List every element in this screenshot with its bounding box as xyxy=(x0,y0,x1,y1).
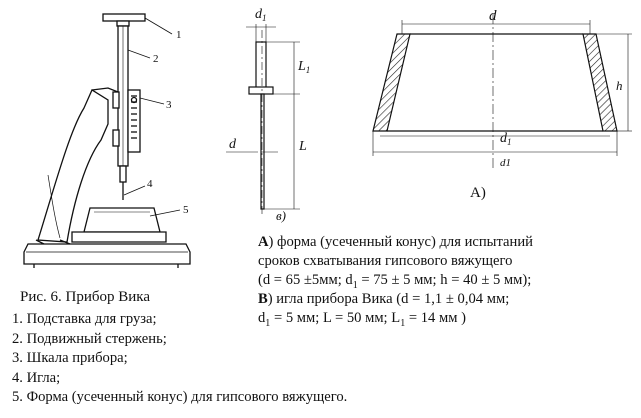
callout-4: 4 xyxy=(147,178,153,190)
cone-left-wall xyxy=(372,33,411,132)
load-platform xyxy=(102,13,146,27)
cone-panel-label: А) xyxy=(470,185,486,201)
description-text: ) игла прибора Вика (d = 1,1 ± 0,04 мм; xyxy=(267,291,510,307)
needle xyxy=(119,165,127,200)
cone-d-label: d xyxy=(489,8,497,24)
figure-caption: Рис. 6. Прибор Вика xyxy=(20,289,151,305)
description-a-line1: А) форма (усеченный конус) для испытаний xyxy=(258,233,533,252)
cone-labels: d h d1 d1 А) xyxy=(470,8,623,201)
cone-bottom-label: d1 xyxy=(500,157,511,169)
part-callouts: 1 2 3 4 5 xyxy=(147,29,189,216)
subscript: 1 xyxy=(352,279,358,291)
cone-h-label: h xyxy=(616,78,623,93)
subscript: 1 xyxy=(400,317,406,329)
description-block: А) форма (усеченный конус) для испытаний… xyxy=(258,233,533,328)
needle-labels: d1 L1 d L в) xyxy=(229,7,310,223)
list-item: 4. Игла; xyxy=(12,369,61,386)
callout-1: 1 xyxy=(176,29,182,41)
needle-d-label: d xyxy=(229,137,237,152)
callout-5: 5 xyxy=(183,204,189,216)
description-text: ) форма (усеченный конус) для испытаний xyxy=(268,234,533,250)
description-text: = 5 мм; L = 50 мм; L xyxy=(270,310,401,326)
apparatus-base xyxy=(23,239,191,268)
list-item: 2. Подвижный стержень; xyxy=(12,330,167,347)
needle-L1-label: L1 xyxy=(297,59,310,75)
cone-drawing xyxy=(372,14,632,168)
apparatus-frame xyxy=(37,89,109,243)
vicat-apparatus xyxy=(23,13,191,268)
instrument-scale xyxy=(112,89,141,153)
callout-leaders xyxy=(123,17,181,217)
description-a-letter: А xyxy=(258,234,269,250)
description-text: = 75 ± 5 мм; h = 40 ± 5 мм); xyxy=(357,272,532,288)
list-item: 1. Подставка для груза; xyxy=(12,311,157,327)
description-text: = 14 мм ) xyxy=(405,310,466,326)
callout-2: 2 xyxy=(153,53,159,65)
list-item: 5. Форма (усеченный конус) для гипсового… xyxy=(12,389,348,406)
needle-d1-label: d1 xyxy=(255,7,267,23)
list-item: 3. Шкала прибора; xyxy=(12,350,128,367)
needle-L-label: L xyxy=(298,139,307,154)
parts-list: 1. Подставка для груза; 2. Подвижный сте… xyxy=(12,310,347,408)
description-b-letter: В xyxy=(258,291,268,307)
cone-d1-label: d1 xyxy=(500,131,512,147)
description-text: d xyxy=(258,310,266,326)
cone-right-wall xyxy=(582,33,618,132)
description-a-line2: сроков схватывания гипсового вяжущего xyxy=(258,253,513,269)
description-b-line2: d1 = 5 мм; L = 50 мм; L1 = 14 мм ) xyxy=(258,309,533,328)
needle-panel-label: в) xyxy=(276,208,286,223)
description-b-line1: В) игла прибора Вика (d = 1,1 ± 0,04 мм; xyxy=(258,290,533,309)
cone-form xyxy=(71,207,167,243)
callout-3: 3 xyxy=(166,99,172,111)
needle-drawing xyxy=(226,24,300,215)
subscript: 1 xyxy=(265,317,271,329)
description-a-line3: (d = 65 ±5мм; d1 = 75 ± 5 мм; h = 40 ± 5… xyxy=(258,271,533,290)
description-text: (d = 65 ±5мм; d xyxy=(258,272,353,288)
